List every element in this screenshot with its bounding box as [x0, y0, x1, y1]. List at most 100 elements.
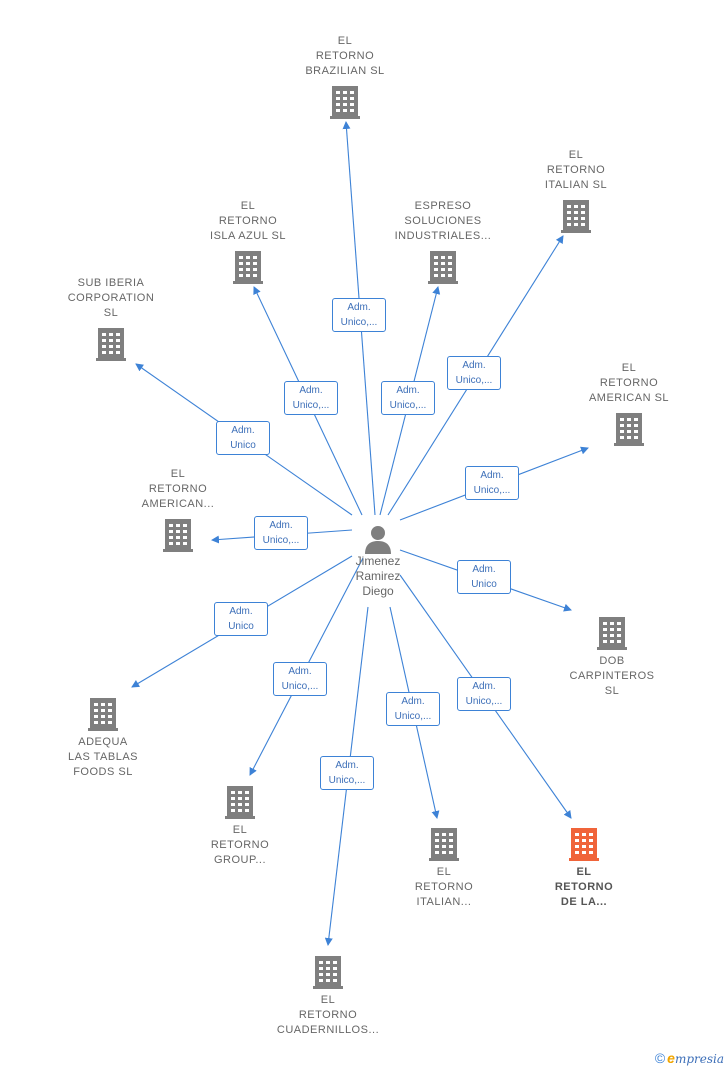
company-node-brazilian[interactable]: EL RETORNO BRAZILIAN SL: [280, 34, 410, 119]
company-name-line: SOLUCIONES: [404, 215, 482, 227]
role-badge-text: Adm.: [472, 681, 496, 692]
building-icon: [569, 828, 599, 861]
company-name-line: SL: [103, 307, 119, 319]
company-name-line: EL: [232, 824, 248, 836]
building-icon: [96, 328, 126, 361]
role-badge-text: Unico,...: [340, 317, 378, 328]
building-icon: [163, 519, 193, 552]
company-name-line: EL: [170, 468, 186, 480]
role-badge-italian-2[interactable]: Adm. Unico,...: [386, 692, 440, 726]
role-badge-text: Adm.: [472, 564, 496, 575]
company-name-line: RETORNO: [298, 1009, 358, 1021]
role-badge-text: Unico,...: [262, 535, 300, 546]
company-name: EL RETORNO AMERICAN SL: [564, 361, 694, 406]
person-name: Jimenez Ramirez Diego: [338, 554, 418, 599]
role-badge-text: Adm.: [229, 606, 253, 617]
company-name: EL RETORNO CUADERNILLOS...: [263, 993, 393, 1038]
company-name-line: EL: [337, 35, 353, 47]
role-badge-text: Unico,...: [465, 696, 503, 707]
role-badge-cuadernillos[interactable]: Adm. Unico,...: [320, 756, 374, 790]
building-icon: [225, 786, 255, 819]
company-name-line: EL: [320, 994, 336, 1006]
company-name-line: RETORNO: [414, 881, 474, 893]
role-badge-text: Adm.: [347, 302, 371, 313]
role-badge-american-sl[interactable]: Adm.Unico,...: [465, 466, 519, 500]
role-badge-text: Adm.: [335, 760, 359, 771]
role-badge-text: Adm.: [401, 696, 425, 707]
role-badge-adequa[interactable]: Adm. Unico: [214, 602, 268, 636]
company-name-line: ESPRESO: [414, 200, 472, 212]
company-node-american-sl[interactable]: EL RETORNO AMERICAN SL: [564, 361, 694, 446]
role-badge-text: Unico,...: [389, 400, 427, 411]
building-icon: [597, 617, 627, 650]
role-badge-text: Unico,...: [328, 775, 366, 786]
building-icon: [561, 200, 591, 233]
company-node-cuadernillos[interactable]: EL RETORNO CUADERNILLOS...: [263, 953, 393, 1038]
role-badge-italian-sl[interactable]: Adm. Unico,...: [447, 356, 501, 390]
role-badge-text: Unico: [228, 621, 254, 632]
role-badge-de-la[interactable]: Adm. Unico,...: [457, 677, 511, 711]
company-name-line: INDUSTRIALES...: [394, 230, 492, 242]
building-icon: [429, 828, 459, 861]
company-name-line: RETORNO: [315, 50, 375, 62]
company-node-espreso[interactable]: ESPRESO SOLUCIONES INDUSTRIALES...: [378, 199, 508, 284]
company-name-line: RETORNO: [210, 839, 270, 851]
role-badge-brazilian[interactable]: Adm. Unico,...: [332, 298, 386, 332]
company-name-line: EL: [621, 362, 637, 374]
company-name-line: RETORNO: [554, 881, 614, 893]
role-badge-text: Adm.: [269, 520, 293, 531]
person-name-line: Diego: [362, 584, 394, 598]
building-icon: [233, 251, 263, 284]
company-name-line: CARPINTEROS: [569, 670, 655, 682]
company-name-line: EL: [568, 149, 584, 161]
company-name-line: LAS TABLAS: [67, 751, 139, 763]
company-name-line: CUADERNILLOS...: [276, 1024, 380, 1036]
role-badge-text: Unico: [471, 579, 497, 590]
person-name-line: Ramirez: [355, 569, 401, 583]
company-name-line: AMERICAN...: [141, 498, 215, 510]
company-name-line: BRAZILIAN SL: [305, 65, 385, 77]
building-icon: [313, 956, 343, 989]
role-badge-text: Unico,...: [292, 400, 330, 411]
building-icon: [330, 86, 360, 119]
building-icon: [88, 698, 118, 731]
role-badge-text: Adm.: [288, 666, 312, 677]
role-badge-group[interactable]: Adm.Unico,...: [273, 662, 327, 696]
role-badge-text: Adm.: [462, 360, 486, 371]
company-name-line: SL: [604, 685, 620, 697]
role-badge-text: Adm.: [480, 470, 504, 481]
role-badge-isla-azul[interactable]: Adm.Unico,...: [284, 381, 338, 415]
company-name-line: ISLA AZUL SL: [210, 230, 286, 242]
role-badge-dob[interactable]: Adm. Unico: [457, 560, 511, 594]
role-badge-text: Adm.: [396, 385, 420, 396]
building-icon: [614, 413, 644, 446]
role-badge-espreso[interactable]: Adm. Unico,...: [381, 381, 435, 415]
brand-name: mpresia: [674, 1052, 724, 1066]
role-badge-text: Adm.: [231, 425, 255, 436]
role-badge-american-2[interactable]: Adm. Unico,...: [254, 516, 308, 550]
company-name-line: RETORNO: [599, 377, 659, 389]
center-person[interactable]: Jimenez Ramirez Diego: [338, 524, 418, 599]
role-badge-sub-iberia[interactable]: Adm.Unico: [216, 421, 270, 455]
role-badge-text: Unico,...: [394, 711, 432, 722]
company-name-line: AMERICAN SL: [588, 392, 670, 404]
brand-initial: e: [667, 1050, 675, 1066]
person-icon: [365, 526, 391, 554]
copyright-symbol: ©: [654, 1050, 666, 1066]
role-badge-text: Unico,...: [455, 375, 493, 386]
